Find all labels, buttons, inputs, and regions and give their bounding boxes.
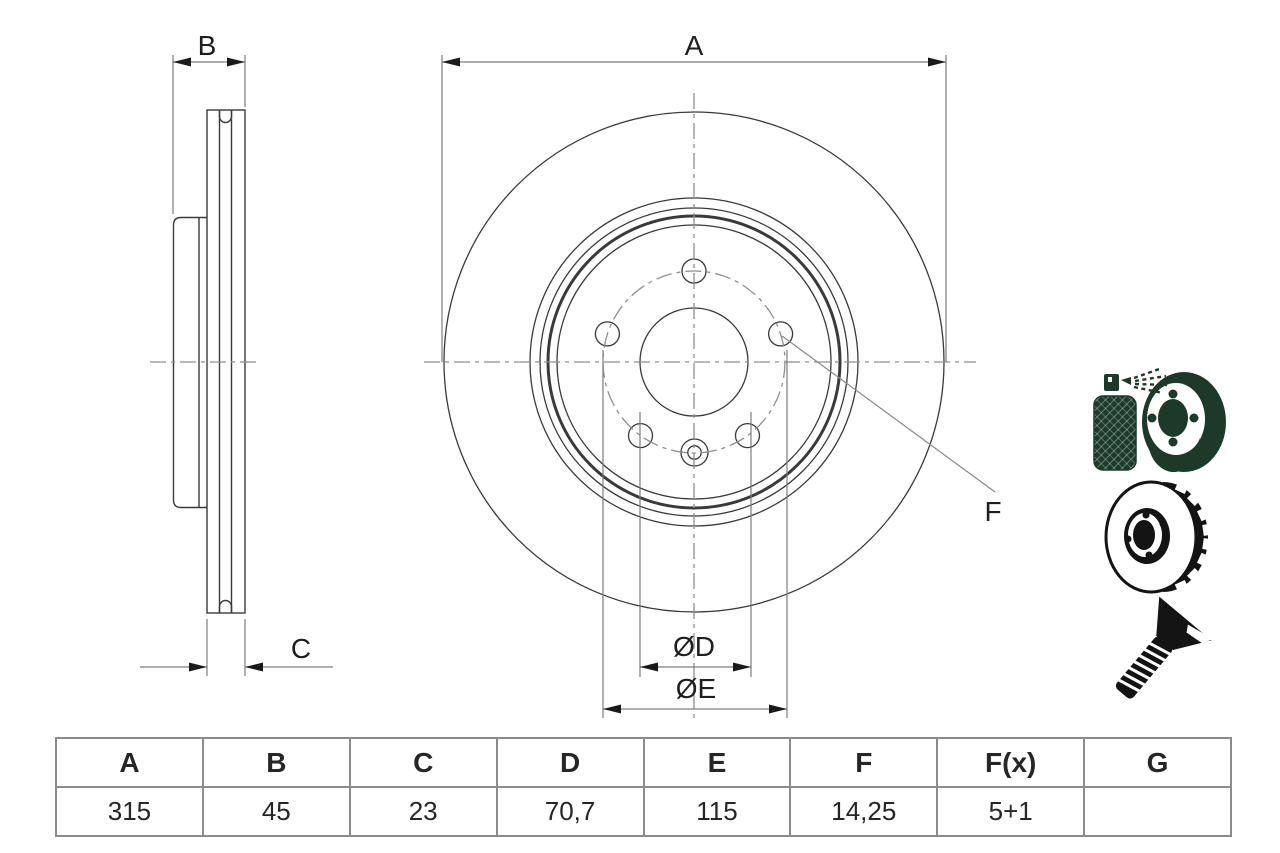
dimension-label-F: F bbox=[984, 496, 1001, 527]
arrowhead-right bbox=[733, 662, 751, 672]
col-header-F: F bbox=[789, 737, 939, 788]
arrowhead-left bbox=[603, 704, 621, 714]
value-G bbox=[1083, 786, 1232, 837]
coating-spray-can-disc-icon bbox=[1093, 366, 1226, 473]
dimension-D: ØD bbox=[639, 412, 752, 677]
arrowhead-right bbox=[227, 57, 245, 67]
arrowhead-right bbox=[928, 57, 946, 67]
bolt-hole bbox=[594, 321, 621, 347]
col-header-A: A bbox=[55, 737, 204, 788]
col-header-C: C bbox=[348, 737, 498, 788]
dimension-label-E: ØE bbox=[676, 673, 716, 704]
col-header-E: E bbox=[642, 737, 792, 788]
spec-table-value-row: 315 45 23 70,7 115 14,25 5+1 bbox=[55, 786, 1232, 837]
dimension-E: ØE bbox=[602, 350, 788, 718]
front-view-centerlines bbox=[424, 93, 976, 720]
spec-table-header-row: A B C D E F F(x) G bbox=[55, 737, 1232, 788]
arrowhead-right bbox=[769, 704, 787, 714]
arrowhead-left bbox=[640, 662, 658, 672]
dimension-spec-table: A B C D E F F(x) G 315 45 23 70,7 115 14… bbox=[55, 737, 1232, 837]
drawing-canvas: B C bbox=[140, 30, 1226, 720]
value-E: 115 bbox=[642, 786, 792, 837]
dimension-label-D: ØD bbox=[673, 631, 715, 662]
vented-brake-disc-icon bbox=[1104, 480, 1210, 594]
col-header-Fx: F(x) bbox=[936, 737, 1086, 788]
value-A: 315 bbox=[55, 786, 204, 837]
value-D: 70,7 bbox=[495, 786, 645, 837]
col-header-D: D bbox=[495, 737, 645, 788]
dimension-label-B: B bbox=[198, 30, 217, 61]
arrowhead-right bbox=[245, 662, 263, 672]
arrowhead-left bbox=[189, 662, 207, 672]
arrowhead-left bbox=[442, 57, 460, 67]
col-header-B: B bbox=[201, 737, 351, 788]
dimension-B: B bbox=[172, 30, 246, 214]
value-F: 14,25 bbox=[789, 786, 939, 837]
value-Fx: 5+1 bbox=[936, 786, 1086, 837]
dimension-label-C: C bbox=[291, 633, 311, 664]
value-C: 23 bbox=[348, 786, 498, 837]
dimension-C: C bbox=[140, 619, 333, 676]
value-B: 45 bbox=[201, 786, 351, 837]
arrowhead-left bbox=[173, 57, 191, 67]
bolt-hole bbox=[734, 422, 761, 449]
dimension-label-A: A bbox=[685, 30, 704, 61]
col-header-G: G bbox=[1083, 737, 1232, 788]
bolt-hole bbox=[767, 321, 794, 347]
dimension-A: A bbox=[441, 30, 947, 362]
countersunk-screw-icon bbox=[1115, 596, 1213, 699]
dimension-F-leader: F bbox=[781, 335, 1002, 527]
